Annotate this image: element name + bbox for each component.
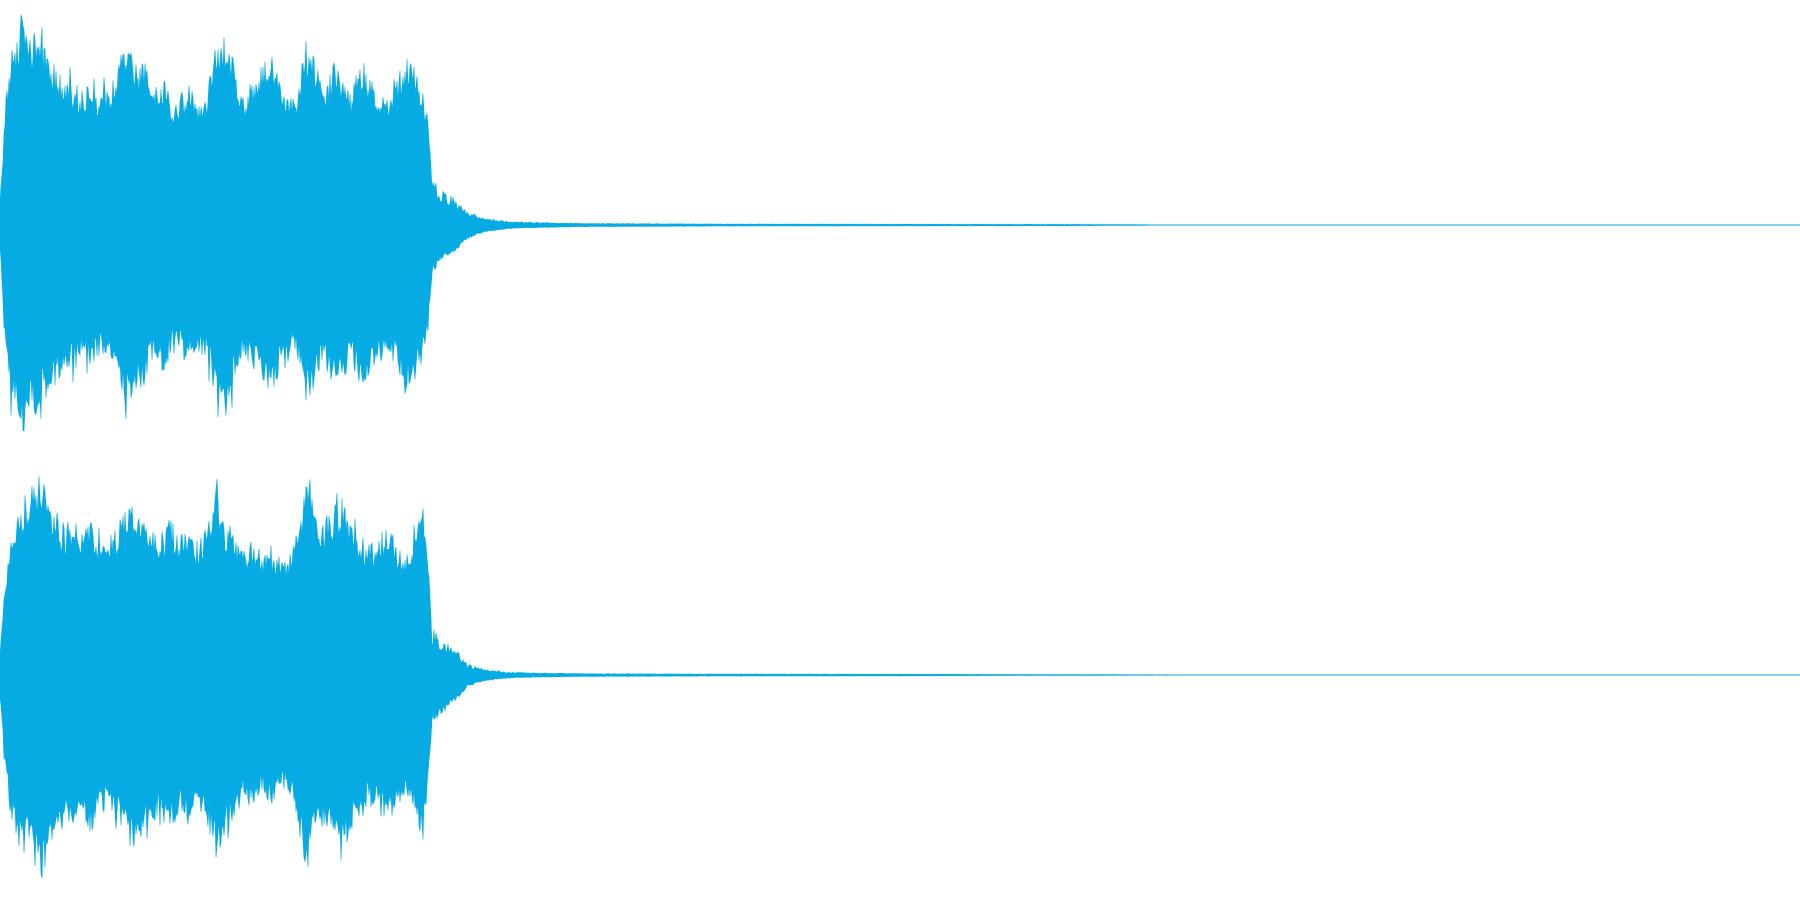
waveform-channel-1-svg bbox=[0, 14, 1800, 432]
waveform-channel-2-svg bbox=[0, 476, 1800, 879]
waveform-channel-1 bbox=[0, 14, 1800, 432]
waveform-channel-1-shape bbox=[0, 14, 1800, 432]
waveform-channel-2 bbox=[0, 450, 1800, 900]
waveform-channel-2-shape bbox=[0, 476, 1800, 879]
